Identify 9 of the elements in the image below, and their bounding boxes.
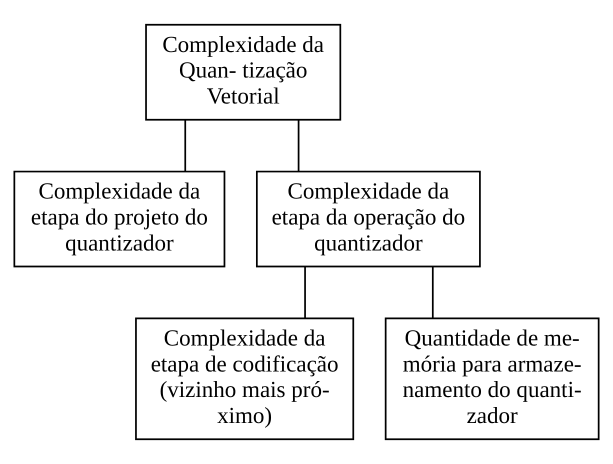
connector — [304, 266, 306, 318]
node-box: Complexidade da etapa de codificação (vizinho mais pró- ximo) — [135, 317, 354, 440]
node-box: Quantidade de me- mória para armaze- namento do quanti- zador — [384, 317, 600, 440]
connector — [184, 120, 186, 172]
connector — [298, 120, 300, 172]
connector — [432, 266, 434, 318]
node-box: Complexidade da etapa do projeto do quantizador — [13, 170, 226, 268]
node-box: Complexidade da etapa da operação do quantizador — [256, 170, 481, 268]
node-box: Complexidade da Quan- tização Vetorial — [145, 24, 342, 121]
